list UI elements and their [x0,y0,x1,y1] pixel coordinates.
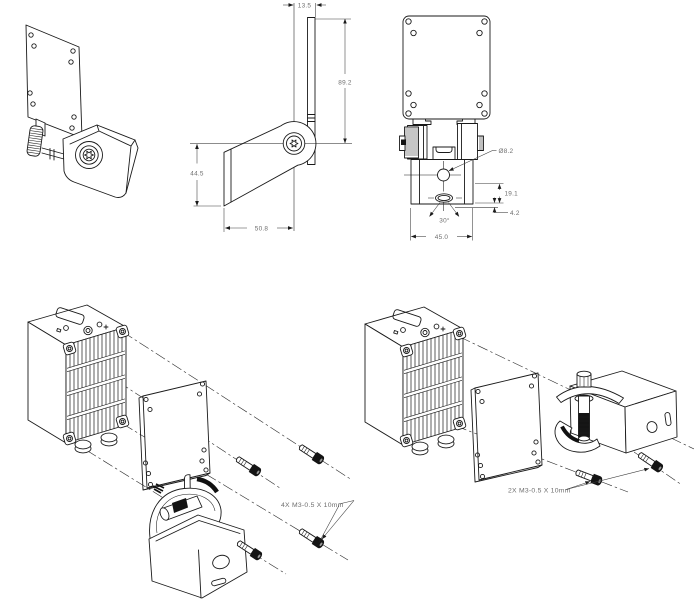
dim-44-5-text: 44.5 [190,170,204,177]
vesa-plate [470,372,543,483]
dim-arm-height: 44.5 [190,144,221,207]
dim-body-width: 45.0 [410,208,473,241]
bracket-slot [211,577,227,587]
knob-shaft [41,147,65,161]
clamp-band [196,476,219,494]
dim-4-2-text: 4.2 [510,210,520,217]
bracket-hole [646,421,658,433]
set-screw [152,483,165,494]
camera-body [363,305,469,457]
hardware-callout-left: 4X M3-0.5 X 10mm [281,500,355,543]
dim-dia-8-2-text: Ø8.2 [499,148,514,155]
dim-50-8-text: 50.8 [255,225,269,232]
dim-30deg-text: 30° [439,217,450,225]
camera-body [26,303,132,455]
bracket-slot [664,412,672,426]
clamp-band [560,425,580,443]
dim-hole-diameter: Ø8.2 [448,148,514,172]
plate-edge [307,17,316,165]
plate-holes [405,18,488,117]
torx-screw-icon [289,139,299,148]
dim-89-2-text: 89.2 [338,80,352,87]
hardware-callout-right-text: 2X M3-0.5 X 10mm [508,488,571,495]
dim-arm-length: 50.8 [223,208,293,232]
plate-holes [27,32,77,131]
dim-slot-angle: 30° [429,202,460,225]
vesa-plate [25,24,83,139]
iso-bracket-view [25,24,139,198]
screw-icon [233,454,264,479]
dim-top-width: 13.5 [283,3,326,17]
screw-icon [296,442,327,467]
arm-profile [223,121,317,207]
pivot-hole [437,168,450,182]
axis-line [617,440,683,486]
dim-hole-offset: 19.1 [475,183,519,204]
dim-plate-height: 89.2 [315,18,352,144]
clamp-bracket [148,474,248,599]
thumb-knob-edge [404,126,419,159]
side-ortho-view: 13.5 89.2 44.5 50.8 [190,3,352,232]
bottom-ortho-view: 30° Ø8.2 19.1 4.2 [399,15,520,241]
hardware-callout-right: 2X M3-0.5 X 10mm [508,467,650,495]
axis-line [122,331,353,481]
vesa-plate-face [402,15,491,120]
dim-45-0-text: 45.0 [435,234,449,241]
dim-slot-offset: 4.2 [455,197,520,217]
exploded-pan-tilt-view: 4X M3-0.5 X 10mm [26,303,355,599]
dim-19-1-text: 19.1 [505,191,519,198]
dim-13-5-text: 13.5 [298,3,312,10]
clamp-arm [62,124,139,198]
hardware-callout-left-text: 4X M3-0.5 X 10mm [281,502,344,509]
torx-screw-icon [84,150,94,160]
exploded-fixed-view: 2X M3-0.5 X 10mm [363,305,694,495]
hitch-bracket [554,370,678,454]
vesa-plate [138,380,211,491]
bracket-hole [212,554,230,570]
thumb-knob [26,125,44,157]
screw-icon [635,449,666,475]
